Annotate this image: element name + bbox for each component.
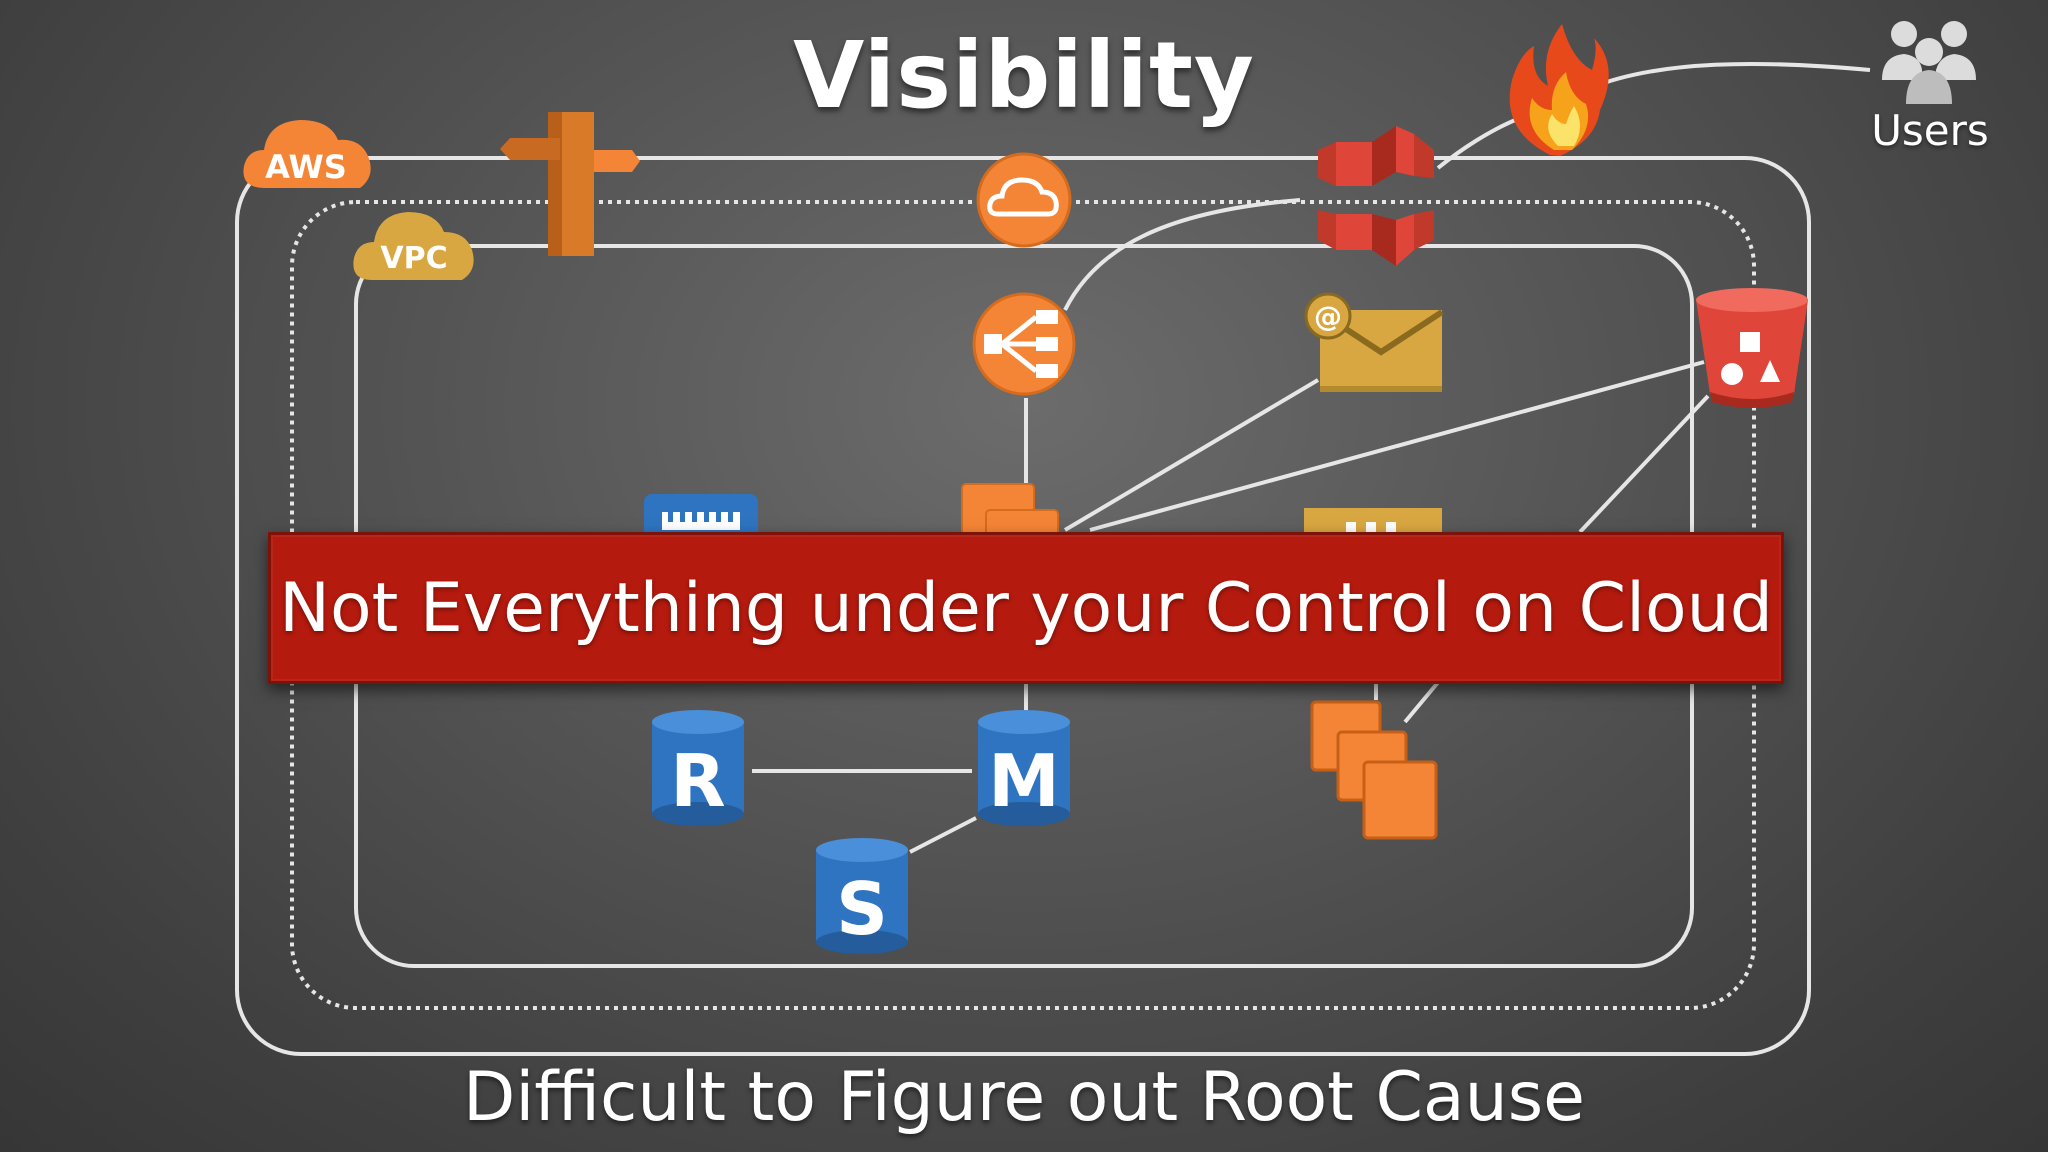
fire-to-waf-line: [1436, 116, 1521, 170]
master-to-standby-line: [909, 816, 977, 854]
elb-load-balancer-icon: [972, 292, 1076, 396]
ec2-instances-icon: [1310, 700, 1438, 840]
db-replica-label: R: [670, 739, 725, 823]
waf-stack-icon: [1318, 126, 1434, 266]
route53-signpost-icon: [500, 112, 640, 256]
warning-banner: Not Everything under your Control on Clo…: [268, 532, 1784, 684]
elasticache-chip-icon: [644, 494, 758, 540]
queue-to-instances-line: [1403, 678, 1442, 724]
vpc-cloud-icon: VPC: [353, 212, 474, 280]
connection-lines: [752, 61, 1871, 854]
aws-cloud-icon: AWS: [243, 120, 371, 188]
waf-to-elb-line: [1063, 198, 1301, 311]
svg-text:@: @: [1314, 300, 1342, 333]
rds-database-icon: S: [816, 838, 908, 954]
slide-title: Visibility: [793, 22, 1255, 129]
ec2-to-s3-line: [1089, 360, 1705, 532]
aws-label: AWS: [265, 148, 347, 186]
cloudfront-cloud-icon: [976, 152, 1072, 248]
vpc-label: VPC: [380, 241, 447, 276]
ses-email-icon: @: [1304, 292, 1444, 392]
s3-to-ec2-group-line: [1578, 394, 1710, 534]
users-to-fire-line: [1589, 61, 1871, 90]
s3-bucket-icon: [1696, 288, 1808, 408]
banner-text: Not Everything under your Control on Clo…: [279, 568, 1773, 648]
fire-icon: [1509, 24, 1609, 156]
users-icon: [1882, 21, 1976, 104]
db-standby-label: S: [836, 867, 888, 951]
slide-subtitle: Difficult to Figure out Root Cause: [463, 1058, 1585, 1137]
rds-database-icon: R: [652, 710, 744, 826]
rds-database-icon: M: [978, 710, 1070, 826]
db-master-label: M: [988, 739, 1060, 823]
users-label: Users: [1871, 106, 1989, 155]
ec2-to-ses-line: [1063, 378, 1320, 532]
